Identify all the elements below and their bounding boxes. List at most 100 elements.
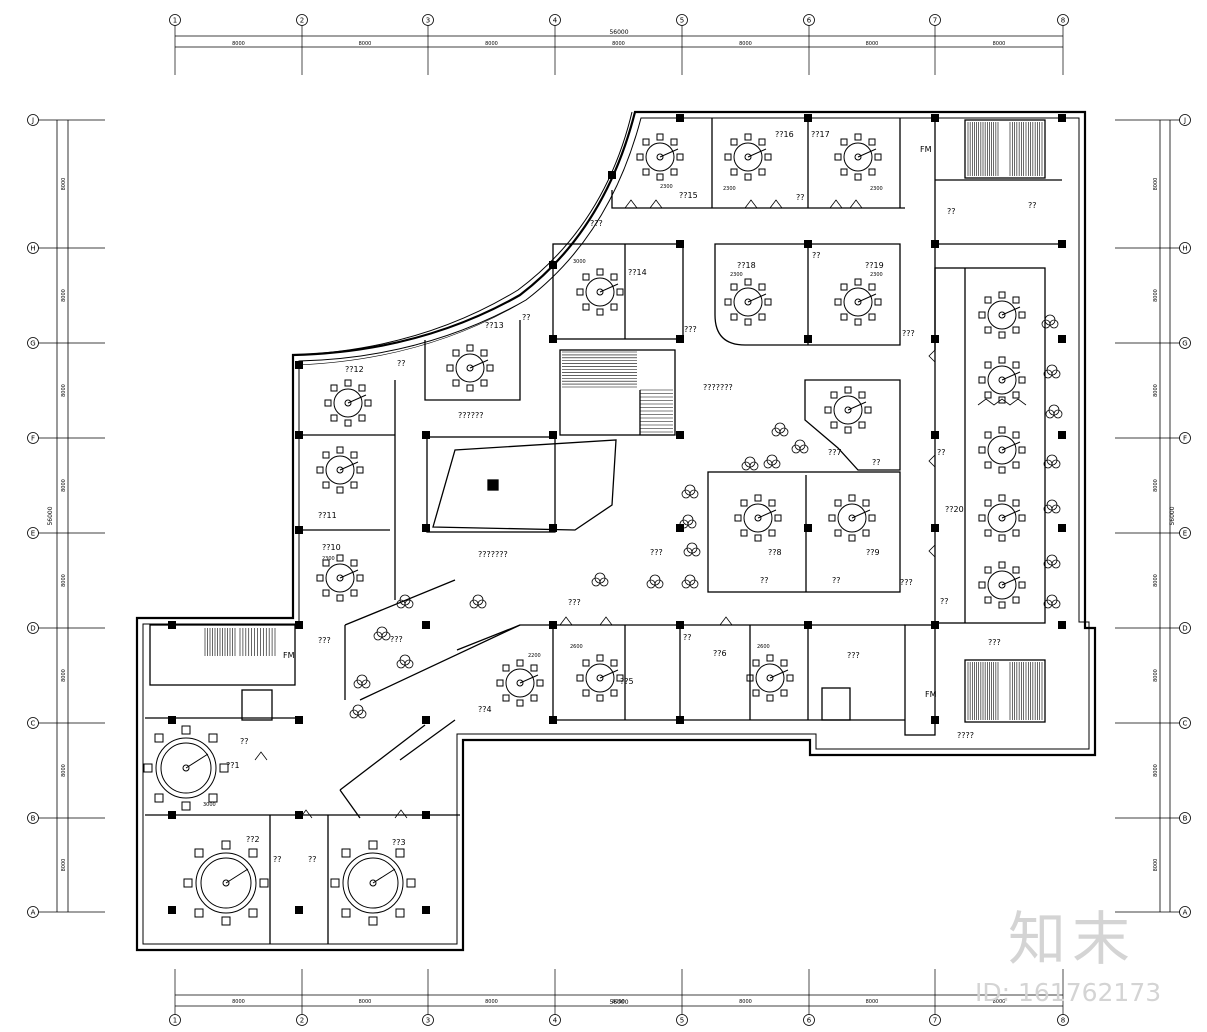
axis-label-col: 7 [933, 1017, 937, 1025]
round-table-set [978, 426, 1026, 474]
axis-label-row: G [1182, 340, 1187, 348]
axis-label-col: 1 [173, 1017, 177, 1025]
axis-label-row: D [1182, 625, 1187, 633]
planter [683, 542, 701, 557]
round-table-set [324, 379, 372, 427]
axis-label-row: G [30, 340, 35, 348]
round-table-set [828, 494, 876, 542]
planter [1045, 404, 1063, 419]
round-table-set [824, 386, 872, 434]
label-stair-center: ??????? [703, 383, 733, 392]
label-room7-side: ?? [872, 458, 881, 467]
dim-total-left: 56000 [47, 506, 54, 525]
axis-label-row: H [1182, 245, 1187, 253]
planter [1043, 554, 1061, 569]
label-room2-side: ?? [273, 855, 282, 864]
axis-bubble-col [549, 14, 561, 26]
axis-label-row: B [31, 815, 36, 823]
banquet-table-set [330, 840, 416, 926]
label-corridor-20: ?? [940, 597, 949, 606]
span-label: 8000 [866, 999, 879, 1005]
room-labels: ??15 ??16 ??17 ??14 ??18 ??19 ??13 ??12 … [226, 130, 964, 847]
dim-total-bottom: 56000 [609, 999, 628, 1006]
axis-bubble-col [676, 14, 688, 26]
label-bottom-service: ??? [847, 651, 860, 660]
axis-label-row: F [31, 435, 35, 443]
axis-label-col: 1 [173, 17, 177, 25]
planter [396, 594, 414, 609]
dining-table-sets [143, 133, 1026, 926]
dimension-labels: 56000 56000 56000 56000 [47, 29, 1176, 1006]
structural-column [295, 621, 303, 629]
axis-bubble-col [169, 1014, 181, 1026]
label-service-14: ??? [684, 325, 697, 334]
label-top-corridor: ?? [796, 193, 805, 202]
planter [681, 574, 699, 589]
axis-label-row: J [1183, 117, 1186, 125]
door-swings [254, 199, 1027, 819]
structural-column [931, 431, 939, 439]
structural-column [804, 524, 812, 532]
span-label: 8000 [1153, 574, 1159, 587]
building-walls [135, 110, 1097, 952]
round-table-set [446, 344, 494, 392]
round-table-set [576, 268, 624, 316]
span-label: 8000 [1153, 764, 1159, 777]
axis-bubble-col [296, 14, 308, 26]
room-label-9: ??9 [866, 548, 880, 557]
round-table-set [978, 561, 1026, 609]
round-table-set [576, 654, 624, 702]
axis-label-col: 3 [426, 1017, 430, 1025]
room-label-3: ??3 [392, 838, 406, 847]
label-bottom-entry: ??? [568, 598, 581, 607]
staircases [204, 122, 1043, 720]
structural-column [549, 431, 557, 439]
axis-bubble-row [1179, 242, 1191, 254]
dim-room1: 3000 [203, 802, 216, 808]
span-label: 8000 [993, 999, 1006, 1005]
span-label: 8000 [1153, 479, 1159, 492]
structural-column [931, 716, 939, 724]
axis-bubble-row [1179, 337, 1191, 349]
label-room8-side: ?? [760, 576, 769, 585]
span-label: 8000 [739, 999, 752, 1005]
span-label: 8000 [61, 289, 67, 302]
span-label: 8000 [61, 479, 67, 492]
axis-bubble-row [27, 812, 39, 824]
round-table-set [834, 278, 882, 326]
room-label-4: ??4 [478, 705, 492, 714]
watermark-id: ID: 161762173 [975, 978, 1162, 1007]
label-top-services: ??? [590, 219, 603, 228]
planter [373, 626, 391, 641]
label-fm-top: FM [920, 145, 932, 154]
axis-bubble-row [1179, 114, 1191, 126]
structural-column [1058, 621, 1066, 629]
room-label-16: ??16 [775, 130, 794, 139]
axis-label-row: E [31, 530, 35, 538]
axis-label-row: C [31, 720, 36, 728]
planters [349, 314, 1063, 719]
structural-column [1058, 240, 1066, 248]
span-label: 8000 [1153, 669, 1159, 682]
span-label: 8000 [359, 41, 372, 47]
structural-column [168, 906, 176, 914]
structural-column [549, 524, 557, 532]
label-room9-side: ?? [832, 576, 841, 585]
label-room1-side: ?? [240, 737, 249, 746]
structural-column [422, 716, 430, 724]
label-atrium-bottom: ??????? [478, 550, 508, 559]
span-label: 8000 [739, 41, 752, 47]
structural-column [295, 361, 303, 369]
structural-column [608, 171, 616, 179]
span-label: 8000 [1153, 384, 1159, 397]
banquet-table-set [143, 725, 229, 811]
label-service-18: ?? [812, 251, 821, 260]
label-room6-side: ?? [683, 633, 692, 642]
structural-column [676, 524, 684, 532]
axis-label-col: 8 [1061, 17, 1065, 25]
planter [1043, 594, 1061, 609]
round-table-set [734, 494, 782, 542]
structural-column [676, 335, 684, 343]
planter [1043, 454, 1061, 469]
label-toilet-a: ?? [947, 207, 956, 216]
